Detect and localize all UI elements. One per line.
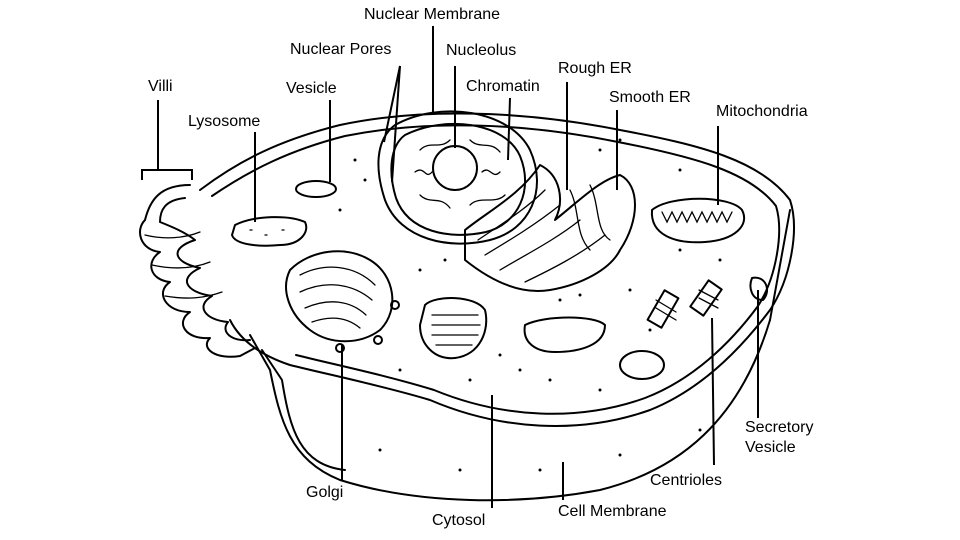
centrioles-shape: [646, 279, 723, 329]
villi-bracket: [141, 169, 193, 180]
secretory-vesicle-shape: [749, 276, 768, 301]
label-cell-membrane: Cell Membrane: [558, 503, 667, 520]
leader-nuclear-pores-2: [391, 65, 401, 183]
lysosome-shape: [231, 216, 308, 247]
label-nuclear-pores: Nuclear Pores: [290, 41, 392, 58]
central-mitochondrion-shape: [419, 297, 488, 360]
label-vesicle: Vesicle: [286, 80, 337, 97]
label-centrioles: Centrioles: [650, 472, 723, 489]
leader-chromatin: [507, 97, 511, 161]
cell-membrane-outline: [199, 112, 795, 502]
label-smooth-er: Smooth ER: [609, 89, 691, 106]
label-mitochondria: Mitochondria: [716, 103, 808, 120]
label-rough-er: Rough ER: [558, 60, 632, 77]
label-chromatin: Chromatin: [466, 78, 540, 95]
leader-lines: [141, 26, 759, 508]
golgi-shape: [285, 250, 400, 353]
vesicle-lower-middle-shape: [523, 316, 606, 353]
label-nucleolus: Nucleolus: [446, 42, 517, 59]
leader-nuclear-pores-1: [383, 65, 401, 143]
label-lysosome: Lysosome: [188, 113, 261, 130]
label-cytosol: Cytosol: [432, 512, 486, 529]
nucleus-shape: [377, 110, 538, 245]
label-secretory-vesicle-line2: Vesicle: [745, 439, 796, 456]
er-shape: [464, 164, 636, 292]
label-secretory-vesicle-line1: Secretory: [745, 419, 814, 436]
vesicle-shape: [295, 180, 337, 198]
label-nuclear-membrane: Nuclear Membrane: [364, 6, 501, 23]
vesicle-lower-right-shape: [619, 350, 665, 380]
label-golgi: Golgi: [306, 484, 344, 501]
leader-centrioles: [711, 317, 715, 466]
mitochondria-shape: [650, 197, 746, 244]
ribosome-dots: [338, 138, 722, 472]
label-villi: Villi: [148, 78, 173, 95]
villi-shape: [139, 184, 256, 358]
